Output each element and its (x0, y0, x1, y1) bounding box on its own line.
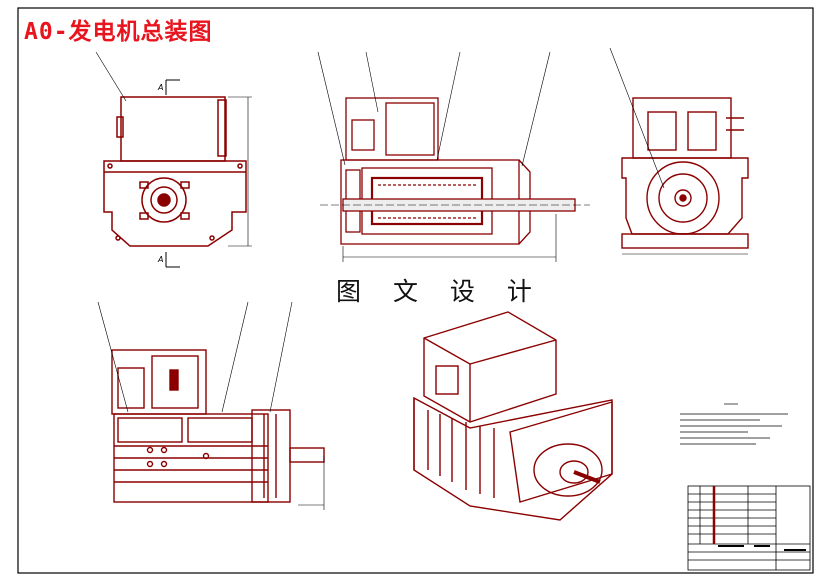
front-view-dimensions (95, 51, 252, 247)
drawing-title: A0-发电机总装图 (24, 19, 213, 45)
title-block (687, 485, 811, 571)
top-view-dimensions (97, 301, 325, 510)
drawing-caption: 图 文 设 计 (336, 277, 544, 306)
top-view (111, 349, 325, 503)
section-label-bottom: A (157, 255, 163, 264)
sheet-border (17, 7, 814, 574)
front-view (103, 96, 247, 247)
section-view-dimensions (317, 51, 590, 262)
section-line-a (165, 79, 180, 268)
section-label-top: A (157, 83, 163, 92)
isometric-view (413, 311, 613, 521)
side-view (621, 97, 749, 249)
side-view-dimensions (609, 47, 748, 255)
technical-notes (680, 403, 788, 445)
section-view (340, 97, 531, 245)
